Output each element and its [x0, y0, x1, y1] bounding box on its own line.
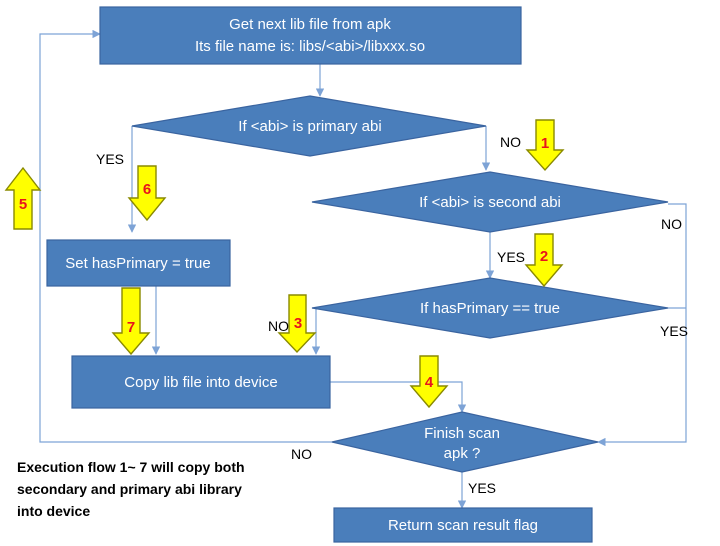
edge-labels: YES NO YES NO NO YES NO YES: [96, 134, 688, 496]
step-marker-5: 5: [4, 166, 42, 230]
node-copy-lib-text: Copy lib file into device: [124, 374, 277, 391]
step-marker-6-number: 6: [143, 181, 151, 198]
label-yes-second: YES: [497, 249, 525, 265]
note-line1: Execution flow 1~ 7 will copy both: [17, 459, 245, 475]
node-get-next-line1: Get next lib file from apk: [229, 16, 391, 33]
node-has-primary-check: If hasPrimary == true: [311, 277, 669, 339]
step-marker-7-number: 7: [127, 319, 135, 336]
label-yes-has-primary: YES: [660, 323, 688, 339]
label-no-second: NO: [661, 216, 682, 232]
label-no-finish: NO: [291, 446, 312, 462]
node-get-next-line2: Its file name is: libs/<abi>/libxxx.so: [195, 38, 425, 55]
node-has-primary-text: If hasPrimary == true: [420, 300, 560, 317]
node-copy-lib: Copy lib file into device: [71, 355, 331, 409]
step-marker-4: 4: [409, 355, 449, 409]
execution-note: Execution flow 1~ 7 will copy both secon…: [17, 459, 245, 519]
edge-copy-to-finish: [330, 381, 467, 413]
label-yes-primary: YES: [96, 151, 124, 167]
label-no-has-primary: NO: [268, 318, 289, 334]
node-primary-abi-check: If <abi> is primary abi: [131, 95, 487, 157]
node-second-abi-check: If <abi> is second abi: [311, 171, 669, 233]
node-primary-abi-text: If <abi> is primary abi: [238, 118, 381, 135]
node-set-has-primary: Set hasPrimary = true: [46, 239, 231, 287]
edge-second-no: [597, 203, 687, 447]
edge-finish-no: [39, 29, 332, 443]
label-yes-finish: YES: [468, 480, 496, 496]
step-marker-3: 3: [277, 294, 317, 354]
step-marker-3-number: 3: [294, 315, 302, 332]
step-marker-1-number: 1: [541, 135, 549, 152]
node-return-flag: Return scan result flag: [333, 507, 593, 543]
step-marker-5-number: 5: [19, 196, 27, 213]
node-set-has-primary-text: Set hasPrimary = true: [65, 255, 210, 272]
step-marker-6: 6: [127, 165, 167, 222]
note-line3: into device: [17, 503, 90, 519]
node-get-next-lib: Get next lib file from apk Its file name…: [99, 6, 522, 65]
node-second-abi-text: If <abi> is second abi: [419, 194, 561, 211]
step-marker-7: 7: [111, 287, 151, 356]
node-finish-line2: apk ?: [444, 445, 481, 462]
node-return-text: Return scan result flag: [388, 517, 538, 534]
step-marker-1: 1: [525, 119, 565, 172]
step-marker-2-number: 2: [540, 248, 548, 265]
node-finish-scan: Finish scan apk ?: [331, 411, 599, 473]
step-marker-2: 2: [524, 233, 564, 288]
node-finish-line1: Finish scan: [424, 425, 500, 442]
label-no-primary: NO: [500, 134, 521, 150]
step-marker-4-number: 4: [425, 374, 434, 391]
note-line2: secondary and primary abi library: [17, 481, 242, 497]
edges: [39, 29, 687, 509]
